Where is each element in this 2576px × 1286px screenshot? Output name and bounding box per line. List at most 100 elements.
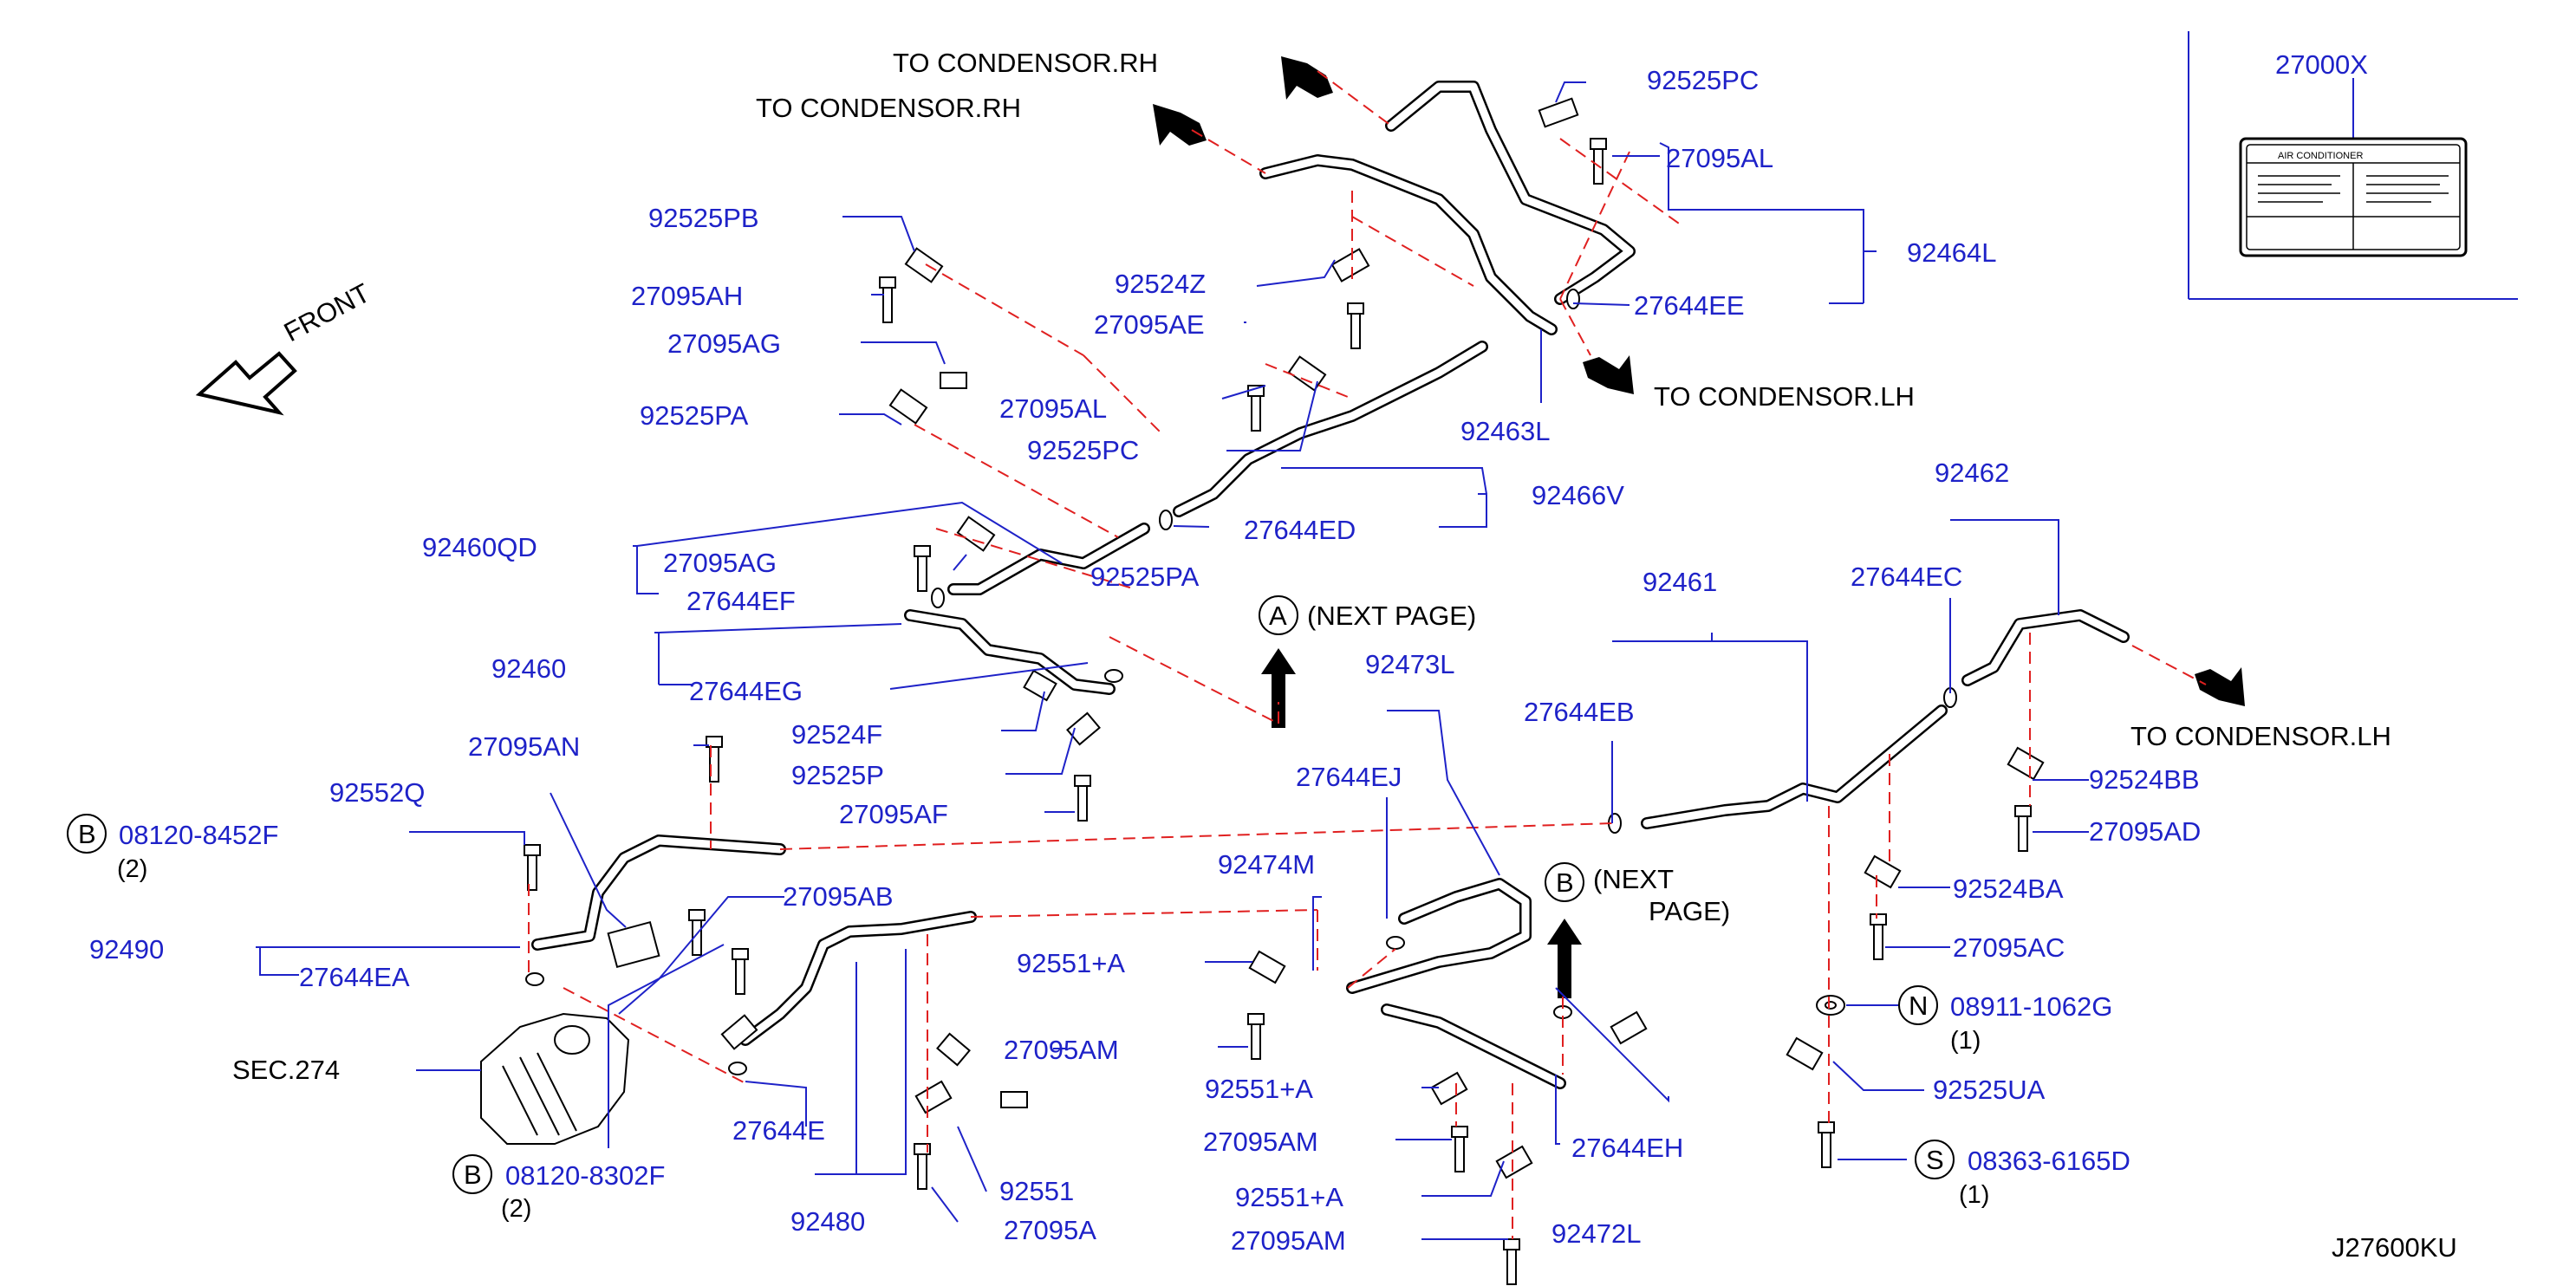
part-27095AH[interactable]: 27095AH (631, 281, 743, 311)
part-27095AF[interactable]: 27095AF (839, 799, 948, 829)
part-27095AM-3[interactable]: 27095AM (1231, 1225, 1346, 1256)
part-08363-6165D[interactable]: 08363-6165D (1968, 1146, 2130, 1176)
part-27644EA[interactable]: 27644EA (299, 962, 410, 992)
arrow-to-condensor-lh-2 (2195, 667, 2245, 706)
part-92525PA-2[interactable]: 92525PA (1090, 562, 1200, 592)
part-92464L[interactable]: 92464L (1907, 237, 1996, 268)
front-arrow-icon (195, 351, 297, 416)
circle-b-2 (452, 1154, 492, 1194)
part-92461[interactable]: 92461 (1643, 567, 1717, 597)
dest-condensor-rh-2: TO CONDENSOR.RH (756, 93, 1021, 123)
circle-a-next-page (1259, 595, 1298, 635)
pipe-92466V (1173, 341, 1488, 517)
circle-s (1915, 1140, 1955, 1179)
part-92524Z[interactable]: 92524Z (1115, 269, 1206, 299)
part-27095AB[interactable]: 27095AB (783, 881, 894, 912)
part-92472L[interactable]: 92472L (1551, 1218, 1641, 1249)
part-27644EB[interactable]: 27644EB (1524, 697, 1635, 727)
part-92463L[interactable]: 92463L (1460, 416, 1550, 446)
circle-b-next-page (1545, 862, 1584, 902)
part-27095AC[interactable]: 27095AC (1953, 932, 2065, 963)
qty-08120-8302F: (2) (501, 1195, 531, 1223)
part-27095AE[interactable]: 27095AE (1094, 309, 1205, 340)
part-92462[interactable]: 92462 (1935, 458, 2009, 488)
part-27644E[interactable]: 27644E (732, 1115, 825, 1146)
circle-s-letter: S (1926, 1145, 1944, 1175)
part-27644EF[interactable]: 27644EF (686, 586, 796, 616)
part-27095AG-2[interactable]: 27095AG (663, 548, 777, 578)
part-27095AM-2[interactable]: 27095AM (1203, 1127, 1318, 1157)
part-08120-8452F[interactable]: 08120-8452F (119, 820, 278, 850)
part-92551A-3[interactable]: 92551+A (1235, 1182, 1343, 1212)
part-92460[interactable]: 92460 (491, 653, 566, 684)
part-92474M[interactable]: 92474M (1218, 849, 1315, 880)
part-92525PA-1[interactable]: 92525PA (640, 400, 749, 431)
part-27644EE[interactable]: 27644EE (1634, 290, 1745, 321)
part-08120-8302F[interactable]: 08120-8302F (505, 1160, 665, 1191)
part-27095AM-1[interactable]: 27095AM (1004, 1035, 1119, 1065)
part-27095AG-1[interactable]: 27095AG (667, 328, 781, 359)
diagram-id: J27600KU (2332, 1232, 2457, 1263)
next-page-b-text-1: (NEXT (1593, 864, 1674, 894)
pipe-92460 (904, 609, 1116, 695)
part-92524BA[interactable]: 92524BA (1953, 874, 2064, 904)
pipe-92473L (1346, 878, 1532, 994)
dest-condensor-rh-1: TO CONDENSOR.RH (893, 48, 1158, 78)
part-92551[interactable]: 92551 (999, 1176, 1074, 1206)
circle-b-1 (67, 814, 107, 854)
part-92525PB[interactable]: 92525PB (648, 203, 759, 233)
pipe-92460QD (947, 523, 1150, 595)
arrow-to-condensor-rh-2 (1153, 104, 1207, 146)
circle-b-1-letter: B (78, 819, 96, 849)
leader-lines (256, 81, 2089, 1240)
part-27644EC[interactable]: 27644EC (1851, 562, 1962, 592)
circle-b-next-letter: B (1556, 867, 1574, 898)
bolt-icons (524, 97, 2045, 1285)
pipe-92480 (739, 911, 977, 1046)
part-27644EJ[interactable]: 27644EJ (1296, 762, 1402, 792)
part-92490[interactable]: 92490 (89, 934, 164, 964)
qty-08363-6165D: (1) (1959, 1181, 1989, 1209)
part-27095AL-top[interactable]: 27095AL (1666, 143, 1773, 173)
part-92552Q[interactable]: 92552Q (329, 777, 425, 808)
part-92525PC-2[interactable]: 92525PC (1027, 435, 1139, 465)
part-92480[interactable]: 92480 (790, 1206, 865, 1237)
compressor-sec274 (480, 1012, 630, 1145)
part-92551A-1[interactable]: 92551+A (1017, 948, 1125, 978)
pipe-92464L (1385, 81, 1636, 305)
circle-b-2-letter: B (464, 1159, 482, 1190)
part-92473L[interactable]: 92473L (1365, 649, 1454, 679)
part-92551A-2[interactable]: 92551+A (1205, 1074, 1313, 1104)
next-page-b-text-2: PAGE) (1649, 896, 1730, 926)
part-27095AN[interactable]: 27095AN (468, 731, 580, 762)
front-label: FRONT (279, 277, 375, 347)
part-92524F[interactable]: 92524F (791, 719, 882, 750)
dest-condensor-lh-2: TO CONDENSOR.LH (2130, 721, 2391, 751)
circle-n-letter: N (1909, 990, 1928, 1021)
part-27644EH[interactable]: 27644EH (1571, 1133, 1683, 1163)
qty-08120-8452F: (2) (117, 855, 147, 883)
part-92466V[interactable]: 92466V (1532, 480, 1624, 510)
part-27644EG[interactable]: 27644EG (689, 676, 803, 706)
pipe-92472L (1381, 1003, 1566, 1089)
part-92525PC-top[interactable]: 92525PC (1647, 65, 1759, 95)
part-27095A[interactable]: 27095A (1004, 1215, 1096, 1245)
part-27000X[interactable]: 27000X (2275, 49, 2368, 80)
pipe-92463L (1259, 154, 1558, 335)
part-92524BB[interactable]: 92524BB (2089, 764, 2200, 795)
part-92525P[interactable]: 92525P (791, 760, 884, 790)
part-27095AD[interactable]: 27095AD (2089, 816, 2201, 847)
arrow-next-page-b (1547, 919, 1582, 998)
air-conditioner-label-image (2239, 137, 2468, 257)
label-box-title: AIR CONDITIONER (2278, 151, 2363, 161)
part-92460QD[interactable]: 92460QD (422, 532, 537, 562)
part-27095AL-2[interactable]: 27095AL (999, 393, 1107, 424)
part-27644ED[interactable]: 27644ED (1244, 515, 1356, 545)
qty-08911-1062G: (1) (1950, 1027, 1981, 1055)
arrow-to-condensor-rh-1 (1281, 56, 1333, 100)
part-08911-1062G[interactable]: 08911-1062G (1950, 991, 2112, 1022)
arrow-to-condensor-lh-1 (1583, 355, 1634, 394)
part-92525UA[interactable]: 92525UA (1933, 1075, 2046, 1105)
next-page-a-text: (NEXT PAGE) (1307, 601, 1476, 631)
